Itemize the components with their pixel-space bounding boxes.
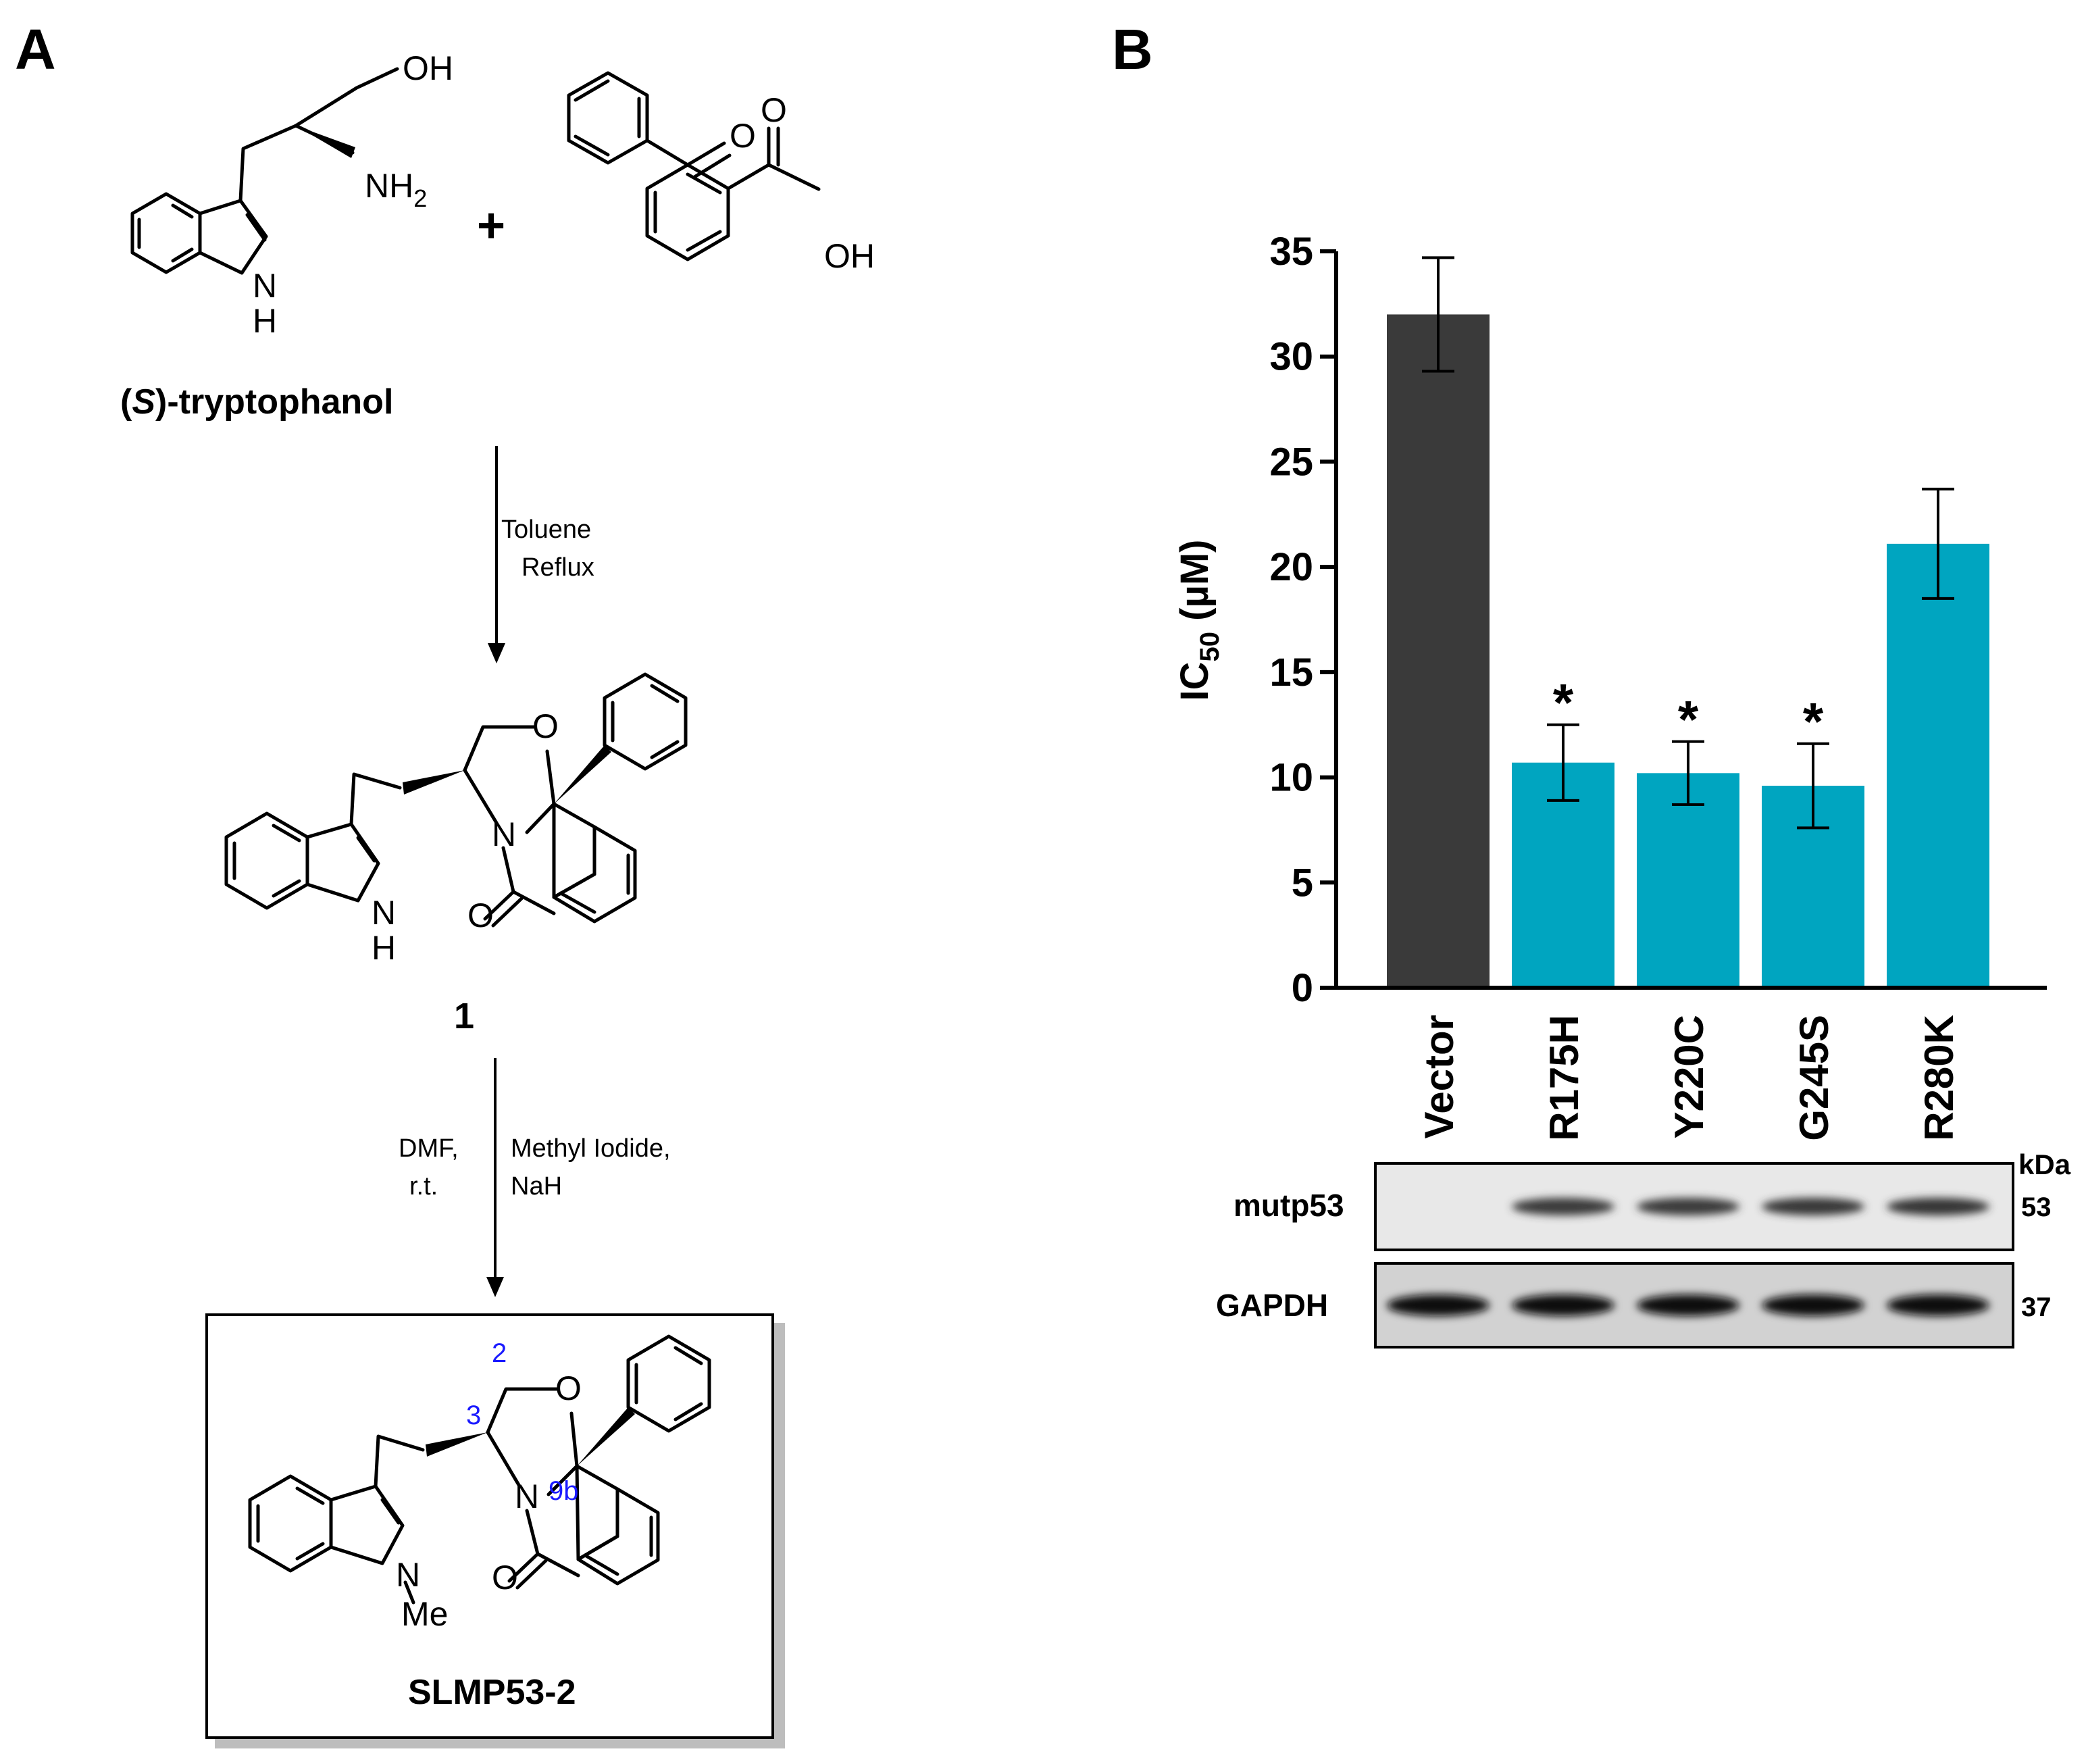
acid-carbonyl-oxygen: O [761, 91, 787, 129]
acid-hydroxyl: OH [824, 237, 875, 275]
bar-r280k [1887, 543, 1989, 988]
position-label-2: 2 [492, 1338, 507, 1368]
reaction-arrow-1-head [488, 643, 505, 663]
mutp53-band-r280k [1887, 1198, 1989, 1215]
step2-temperature: r.t. [409, 1172, 438, 1201]
significance-marker: * [1803, 692, 1824, 751]
compound-1-structure [224, 672, 688, 928]
wedge-bond [296, 126, 355, 158]
significance-group: * * * [1553, 673, 1824, 751]
x-tick-label-y220c: Y220C [1667, 1015, 1712, 1138]
slmp53-2-structure [248, 1334, 711, 1605]
y-tick-label: 15 [1269, 651, 1313, 695]
blot-kda-label: kDa [2018, 1149, 2071, 1180]
mutp53-kda-marker: 53 [2021, 1192, 2052, 1222]
slmp53-2-indole-n: N [396, 1556, 420, 1594]
gapdh-band-y220c [1637, 1294, 1739, 1316]
y-tick-label: 10 [1269, 756, 1313, 800]
product-box [205, 1313, 774, 1739]
mutp53-band-y220c [1637, 1198, 1739, 1215]
reaction-arrow-2-head [486, 1277, 504, 1297]
x-tick-labels: Vector R175H Y220C G245S R280K [1417, 1015, 1962, 1141]
tryptophanol-structure [130, 67, 399, 275]
blot-bands [1387, 1198, 1989, 1316]
slmp53-2-methyl: Me [401, 1595, 448, 1633]
x-tick-label-r175h: R175H [1542, 1015, 1587, 1141]
significance-marker: * [1678, 690, 1699, 749]
ic50-chart: 0 5 10 15 20 25 30 35 * * * Vector R175H Y220C G245S… [1173, 230, 2047, 1141]
slmp53-2-ring-oxygen: O [555, 1369, 582, 1407]
bar-vector [1387, 314, 1490, 988]
y-tick-label: 35 [1269, 230, 1313, 274]
x-tick-label-vector: Vector [1417, 1015, 1462, 1138]
step2-base: NaH [511, 1172, 562, 1201]
panel-a-letter: A [15, 18, 56, 81]
plus-sign: + [477, 199, 505, 253]
tryptophanol-indole-h: H [253, 302, 277, 340]
bars-group [1387, 314, 1989, 988]
compound-1-indole-h: H [372, 929, 396, 967]
gapdh-band-g245s [1762, 1294, 1864, 1316]
step1-solvent: Toluene [501, 515, 591, 544]
position-label-9b: 9b [549, 1476, 579, 1506]
gapdh-row-label: GAPDH [1216, 1288, 1328, 1323]
compound-1-label: 1 [454, 996, 474, 1036]
gapdh-band-vector [1387, 1294, 1490, 1316]
compound-1-ring-nitrogen: N [492, 815, 516, 853]
compound-1-wedge-1 [403, 770, 465, 795]
y-tick-label: 25 [1269, 440, 1313, 484]
position-label-3: 3 [466, 1401, 481, 1430]
slmp53-2-wedge-1 [426, 1432, 488, 1457]
step2-solvent: DMF, [399, 1134, 459, 1163]
ketone-oxygen: O [730, 117, 756, 155]
y-tick-label: 5 [1292, 861, 1313, 905]
benzoylbenzoic-acid-structure [567, 71, 821, 261]
slmp53-2-carbonyl-oxygen: O [492, 1559, 518, 1596]
product-name: SLMP53-2 [408, 1673, 576, 1712]
x-tick-label-r280k: R280K [1916, 1015, 1962, 1141]
tryptophanol-nh2: NH2 [365, 167, 427, 212]
tryptophanol-name: (S)-tryptophanol [120, 382, 393, 422]
compound-1-indole-n: N [372, 894, 396, 932]
tryptophanol-oh: OH [403, 49, 453, 87]
significance-marker: * [1553, 673, 1574, 732]
compound-1-carbonyl-oxygen: O [467, 897, 494, 934]
error-bars-group [1422, 256, 1954, 830]
step1-condition: Reflux [522, 553, 594, 582]
y-axis-ticks: 0 5 10 15 20 25 30 35 [1269, 230, 1336, 1010]
bar-y220c [1637, 773, 1739, 988]
gapdh-band-r175h [1512, 1294, 1614, 1316]
y-tick-label: 20 [1269, 545, 1313, 589]
gapdh-band-r280k [1887, 1294, 1989, 1316]
x-tick-label-g245s: G245S [1791, 1015, 1837, 1141]
slmp53-2-wedge-2 [577, 1407, 635, 1466]
y-tick-label: 0 [1292, 966, 1313, 1010]
mutp53-band-g245s [1762, 1198, 1864, 1215]
y-tick-label: 30 [1269, 335, 1313, 379]
compound-1-ring-oxygen: O [532, 707, 559, 745]
compound-1-wedge-2 [554, 745, 611, 804]
step2-reagent: Methyl Iodide, [511, 1134, 671, 1163]
y-axis-label: IC50 (µM) [1173, 540, 1225, 701]
gapdh-kda-marker: 37 [2021, 1292, 2052, 1322]
tryptophanol-indole-n: N [253, 267, 277, 305]
slmp53-2-ring-nitrogen: N [515, 1478, 539, 1515]
western-blot: kDa mutp53 GAPDH 53 37 [1216, 1149, 2071, 1349]
panel-b-letter: B [1112, 18, 1153, 81]
mutp53-band-r175h [1512, 1198, 1614, 1215]
mutp53-row-label: mutp53 [1233, 1188, 1344, 1223]
